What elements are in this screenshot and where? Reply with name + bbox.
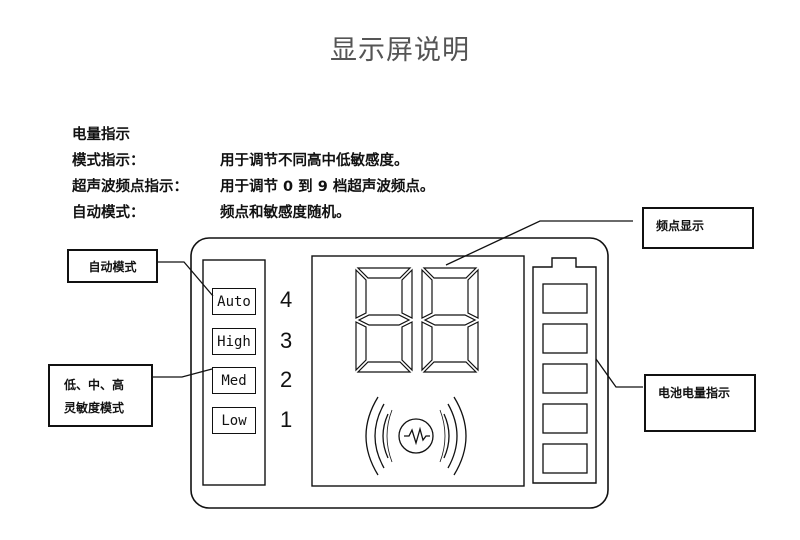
battery-cell (542, 443, 588, 474)
seven-segment-digit (421, 267, 479, 373)
description-key: 电量指示 (72, 127, 130, 143)
leader-line-frequency (445, 220, 633, 266)
leader-line-battery (595, 358, 643, 388)
digit-segment (467, 321, 479, 372)
digit-segment (356, 267, 412, 279)
battery-cell (542, 323, 588, 354)
description-value: 用于调节不同高中低敏感度。 (220, 153, 409, 169)
mode-med-box: Med (212, 367, 256, 394)
callout-auto-mode: 自动模式 (67, 249, 158, 283)
mode-label: Med (221, 372, 247, 389)
digit-segment (357, 314, 411, 326)
seven-segment-digit (355, 267, 413, 373)
digit-segment (421, 321, 433, 372)
description-value: 用于调节 0 到 9 档超声波频点。 (220, 179, 435, 195)
battery-cell (542, 403, 588, 434)
mode-auto-box: Auto (212, 288, 256, 315)
mode-number: 3 (280, 328, 293, 353)
mode-panel (202, 259, 266, 486)
callout-text: 自动模式 (88, 259, 137, 274)
description-row: 电量指示 (72, 122, 434, 148)
mode-low-box: Low (212, 407, 256, 434)
digit-segment (467, 268, 479, 319)
mode-label: Low (221, 412, 247, 429)
digit-segment (401, 321, 413, 372)
mode-number: 1 (280, 407, 293, 432)
description-key: 模式指示： (72, 153, 145, 169)
callout-text: 频点显示 (656, 219, 705, 233)
callout-text: 电池电量指示 (658, 386, 731, 400)
description-list: 电量指示 模式指示： 用于调节不同高中低敏感度。 超声波频点指示： 用于调节 0… (72, 122, 434, 226)
mode-number: 2 (280, 367, 293, 392)
display-panel (311, 255, 525, 487)
digit-segment (421, 268, 433, 319)
page-title: 显示屏说明 (330, 35, 470, 66)
description-key: 自动模式： (72, 205, 145, 221)
leader-line-auto (158, 261, 214, 297)
device-frame (190, 237, 609, 509)
leader-line-sensitivity (153, 368, 213, 378)
digit-segment (422, 361, 478, 373)
battery-cell (542, 283, 588, 314)
mode-high-box: High (212, 328, 256, 355)
description-key: 超声波频点指示： (72, 179, 188, 195)
callout-text: 低、中、高 (64, 378, 125, 392)
callout-battery-indicator: 电池电量指示 (644, 374, 756, 432)
callout-frequency-display: 频点显示 (642, 207, 754, 249)
callout-sensitivity-mode: 低、中、高 灵敏度模式 (48, 364, 153, 427)
digit-segment (423, 314, 477, 326)
description-row: 自动模式： 频点和敏感度随机。 (72, 200, 434, 226)
mode-number: 4 (280, 287, 293, 312)
digit-segment (355, 321, 367, 372)
battery-cell (542, 363, 588, 394)
mode-label: High (217, 333, 251, 350)
battery-cells (542, 283, 588, 474)
digit-segment (356, 361, 412, 373)
battery-outline (532, 257, 597, 484)
digit-segment (401, 268, 413, 319)
callout-text: 灵敏度模式 (64, 401, 125, 415)
description-value: 频点和敏感度随机。 (220, 205, 351, 221)
description-row: 超声波频点指示： 用于调节 0 到 9 档超声波频点。 (72, 174, 434, 200)
mode-label: Auto (217, 293, 251, 310)
digit-segment (422, 267, 478, 279)
description-row: 模式指示： 用于调节不同高中低敏感度。 (72, 148, 434, 174)
ultrasonic-wave-icon (365, 396, 467, 476)
digit-segment (355, 268, 367, 319)
seven-segment-digits (355, 267, 479, 373)
